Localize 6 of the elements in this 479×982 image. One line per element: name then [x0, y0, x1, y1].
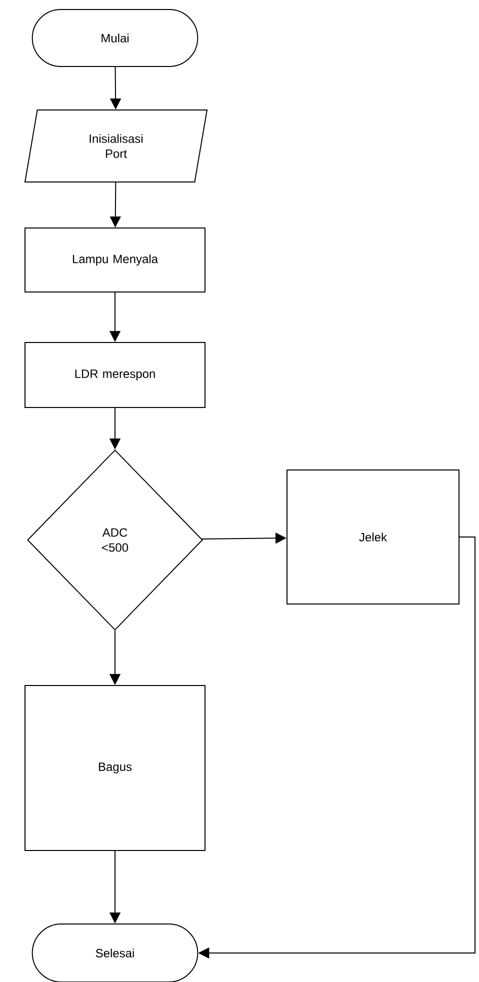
process-box: Lampu Menyala [24, 228, 206, 292]
end-terminal: Selesai [32, 924, 198, 982]
process-box: LDR merespon [24, 342, 206, 408]
process-box: Jelek [286, 470, 460, 604]
start-terminal: Mulai [32, 9, 198, 67]
process-box: Bagus [24, 685, 206, 851]
